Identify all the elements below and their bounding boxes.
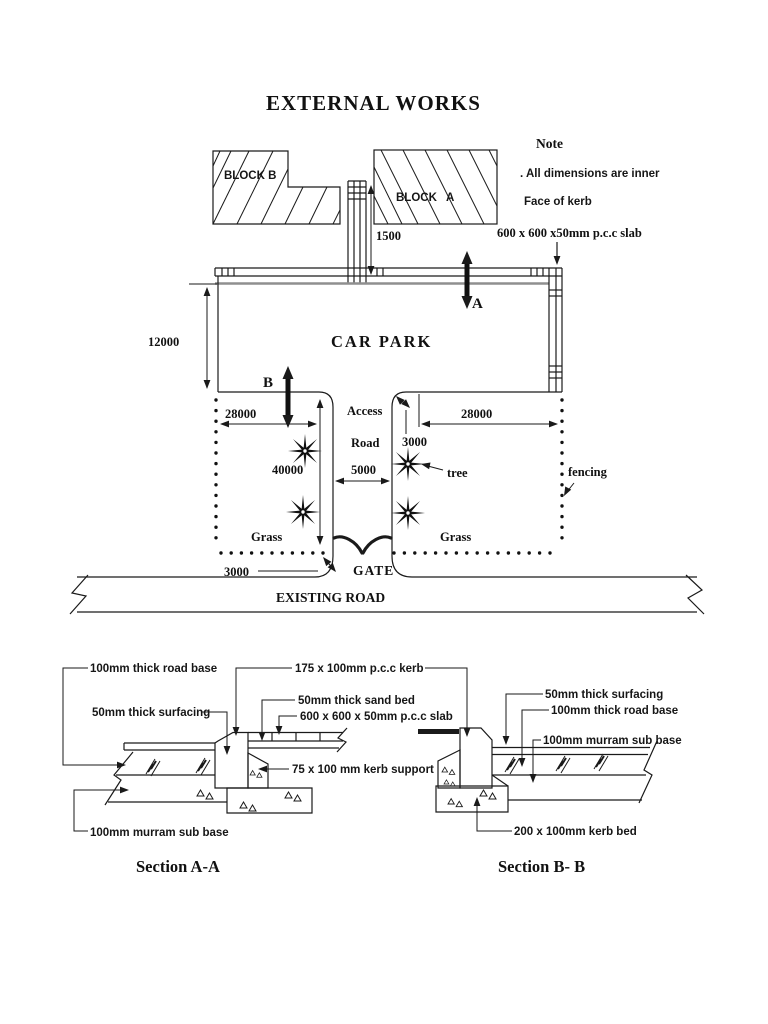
- dim-1500-label: 1500: [376, 229, 401, 243]
- block-b-label: BLOCK B: [224, 170, 276, 182]
- svg-text:5000: 5000: [351, 463, 376, 477]
- block-a: BLOCK A: [373, 149, 498, 225]
- slab-note: 600 x 600 x50mm p.c.c slab: [497, 226, 642, 240]
- tree-label: tree: [447, 466, 468, 480]
- note-line-2: Face of kerb: [524, 196, 592, 208]
- existing-road-label: EXISTING ROAD: [276, 590, 385, 605]
- car-park-label: CAR PARK: [331, 332, 432, 351]
- note-line-1: . All dimensions are inner: [520, 168, 660, 180]
- dim-28000-left: 28000: [220, 407, 317, 428]
- walkway-strip: [347, 180, 367, 284]
- aa-sand-bed-label: 50mm thick sand bed: [298, 695, 415, 707]
- aa-kerb-label: 175 x 100mm p.c.c kerb: [295, 663, 424, 675]
- gate-label: GATE: [353, 563, 394, 578]
- page-title: EXTERNAL WORKS: [266, 91, 481, 115]
- block-a-label: BLOCK A: [396, 192, 454, 204]
- access-label-2: Road: [351, 436, 380, 450]
- svg-text:28000: 28000: [225, 407, 256, 421]
- marker-b-label: B: [263, 375, 273, 391]
- bb-murram-label: 100mm murram sub base: [543, 735, 682, 747]
- grass-left-label: Grass: [251, 530, 282, 544]
- aa-surfacing-label: 50mm thick surfacing: [92, 707, 210, 719]
- bb-structure: [418, 727, 658, 813]
- road-break-right: [685, 574, 705, 615]
- svg-text:40000: 40000: [272, 463, 303, 477]
- tree-icon: [391, 496, 425, 530]
- section-bb: 50mm thick surfacing 100mm thick road ba…: [418, 667, 682, 876]
- dim-1500: 1500: [367, 185, 401, 275]
- bb-kerb-bed-label: 200 x 100mm kerb bed: [514, 826, 637, 838]
- fence-dots: fencing: [214, 398, 608, 555]
- arrow-slab-note: [553, 256, 561, 265]
- aa-road-base-label: 100mm thick road base: [90, 663, 217, 675]
- dim-3000-top: 3000: [393, 393, 427, 449]
- tree-icon: [288, 434, 322, 468]
- section-marker-b: B: [263, 366, 294, 428]
- access-label-1: Access: [347, 404, 383, 418]
- aa-murram-label: 100mm murram sub base: [90, 827, 229, 839]
- section-aa: 100mm thick road base 175 x 100mm p.c.c …: [62, 663, 453, 876]
- right-slab-band: [548, 268, 563, 392]
- bb-surfacing-label: 50mm thick surfacing: [545, 689, 663, 701]
- svg-text:3000: 3000: [224, 565, 249, 579]
- dim-5000: 5000: [335, 463, 390, 485]
- trees: tree: [286, 434, 468, 530]
- dim-28000-right: 28000: [418, 394, 558, 428]
- access-road: Access Road: [314, 404, 413, 578]
- dim-12000: 12000: [148, 283, 217, 389]
- bb-road-base-label: 100mm thick road base: [551, 705, 678, 717]
- block-b-hatching: [212, 150, 341, 225]
- tree-icon: [391, 447, 425, 481]
- note-heading: Note: [536, 136, 563, 151]
- svg-text:3000: 3000: [402, 435, 427, 449]
- section-marker-a: A: [461, 251, 483, 312]
- road-break-left: [69, 574, 89, 615]
- note-block: Note . All dimensions are inner Face of …: [497, 136, 660, 265]
- marker-a-label: A: [472, 296, 483, 312]
- gate: GATE: [332, 535, 394, 578]
- aa-slab-label: 600 x 600 x 50mm p.c.c slab: [300, 711, 453, 723]
- dim-12000-label: 12000: [148, 335, 179, 349]
- tree-icon: [286, 495, 320, 529]
- car-park-outline: CAR PARK: [217, 276, 562, 408]
- block-b: BLOCK B: [212, 150, 341, 225]
- grass-right-label: Grass: [440, 530, 471, 544]
- section-bb-title: Section B- B: [498, 857, 585, 876]
- dim-3000-bottom: 3000: [224, 554, 339, 579]
- block-a-hatching: [373, 149, 498, 225]
- existing-road: EXISTING ROAD: [69, 574, 705, 615]
- aa-kerb-support-label: 75 x 100 mm kerb support: [292, 764, 434, 776]
- car-park-slab-band: [214, 267, 562, 285]
- section-aa-title: Section A-A: [136, 857, 220, 876]
- fencing-label: fencing: [568, 465, 608, 479]
- dim-40000: 40000: [272, 399, 324, 545]
- svg-text:28000: 28000: [461, 407, 492, 421]
- aa-structure: [104, 727, 348, 814]
